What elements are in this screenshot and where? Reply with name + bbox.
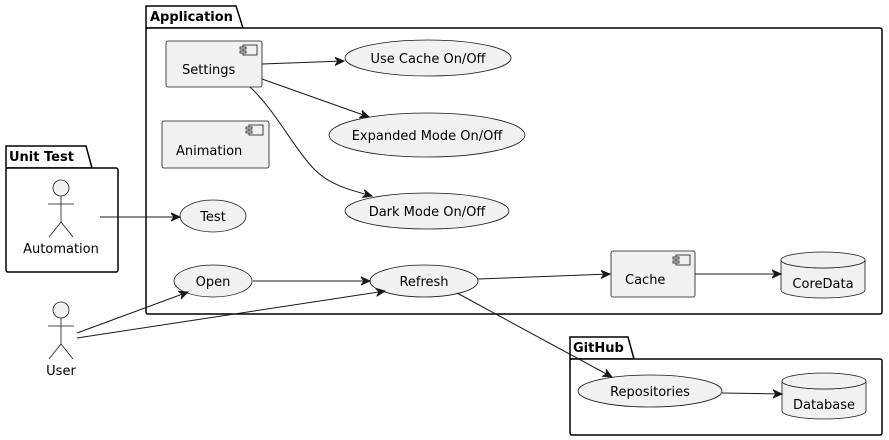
- database-database-label: Database: [793, 398, 855, 413]
- usecase-refresh[interactable]: Refresh: [369, 264, 479, 298]
- edge-user-refresh: [76, 291, 385, 339]
- usecase-repositories[interactable]: Repositories: [577, 374, 723, 408]
- edge-settings-use-cache: [261, 61, 344, 64]
- database-database[interactable]: Database: [781, 372, 867, 420]
- database-coredata-body: [780, 260, 866, 299]
- component-icon-tab: [239, 46, 247, 50]
- package-github-title: GitHub: [573, 341, 624, 356]
- edge-repositories-database: [721, 393, 782, 394]
- edge-settings-expanded-mode: [261, 78, 369, 117]
- component-icon: [248, 124, 264, 136]
- component-icon: [242, 44, 258, 56]
- component-icon-tab: [239, 50, 247, 54]
- actor-user-leg: [48, 343, 62, 360]
- actor-user[interactable]: User: [46, 301, 76, 379]
- edge-user-open: [76, 292, 188, 334]
- database-database-rim: [781, 380, 867, 390]
- component-icon-tab: [672, 256, 680, 260]
- usecase-expanded-mode-shape: [328, 112, 526, 158]
- component-icon-tab: [245, 130, 253, 134]
- usecase-dark-mode-label: Dark Mode On/Off: [369, 205, 487, 220]
- usecase-use-cache-label: Use Cache On/Off: [370, 52, 486, 67]
- usecase-dark-mode-shape: [344, 192, 510, 230]
- edges: [76, 61, 782, 394]
- package-unit-test-title: Unit Test: [9, 150, 74, 165]
- usecase-open-shape: [173, 264, 253, 298]
- actor-user-leg: [60, 343, 74, 360]
- actor-automation-head: [52, 179, 70, 197]
- package-application-title: Application: [150, 10, 233, 25]
- component-animation[interactable]: Animation: [161, 120, 270, 169]
- component-animation-box: [161, 120, 270, 169]
- edge-refresh-cache: [477, 274, 610, 280]
- usecase-use-cache[interactable]: Use Cache On/Off: [344, 39, 512, 77]
- edge-refresh-repositories: [456, 292, 612, 377]
- package-unit-test: Unit Test: [5, 145, 119, 273]
- component-animation-label: Animation: [176, 144, 242, 159]
- usecase-refresh-label: Refresh: [399, 275, 448, 290]
- usecase-repositories-shape: [577, 374, 723, 408]
- actor-automation[interactable]: Automation: [23, 179, 99, 257]
- component-settings-label: Settings: [182, 63, 236, 78]
- component-icon-tab: [245, 126, 253, 130]
- database-database-body: [781, 381, 867, 420]
- usecase-open[interactable]: Open: [173, 264, 253, 298]
- package-application: Application: [145, 5, 883, 315]
- database-coredata[interactable]: CoreData: [780, 251, 866, 299]
- actor-automation-label: Automation: [23, 242, 99, 257]
- package-application-frame: [145, 27, 883, 315]
- actor-automation-leg: [48, 221, 62, 238]
- usecase-expanded-mode[interactable]: Expanded Mode On/Off: [328, 112, 526, 158]
- actor-automation-leg: [60, 221, 74, 238]
- usecase-dark-mode[interactable]: Dark Mode On/Off: [344, 192, 510, 230]
- database-coredata-rim: [780, 259, 866, 269]
- usecase-test[interactable]: Test: [179, 199, 247, 233]
- usecase-expanded-mode-label: Expanded Mode On/Off: [352, 129, 504, 144]
- component-settings[interactable]: Settings: [165, 40, 263, 88]
- edge-settings-dark-mode: [249, 86, 372, 196]
- component-cache-label: Cache: [625, 273, 665, 288]
- usecase-test-label: Test: [199, 210, 226, 225]
- usecase-repositories-label: Repositories: [610, 385, 690, 400]
- component-cache[interactable]: Cache: [610, 250, 696, 298]
- component-icon: [675, 254, 691, 266]
- actor-user-label: User: [46, 364, 76, 379]
- component-icon-tab: [672, 260, 680, 264]
- usecase-open-label: Open: [196, 275, 231, 290]
- actor-user-head: [52, 301, 70, 319]
- package-unit-test-frame: [5, 167, 119, 273]
- database-coredata-label: CoreData: [792, 277, 853, 292]
